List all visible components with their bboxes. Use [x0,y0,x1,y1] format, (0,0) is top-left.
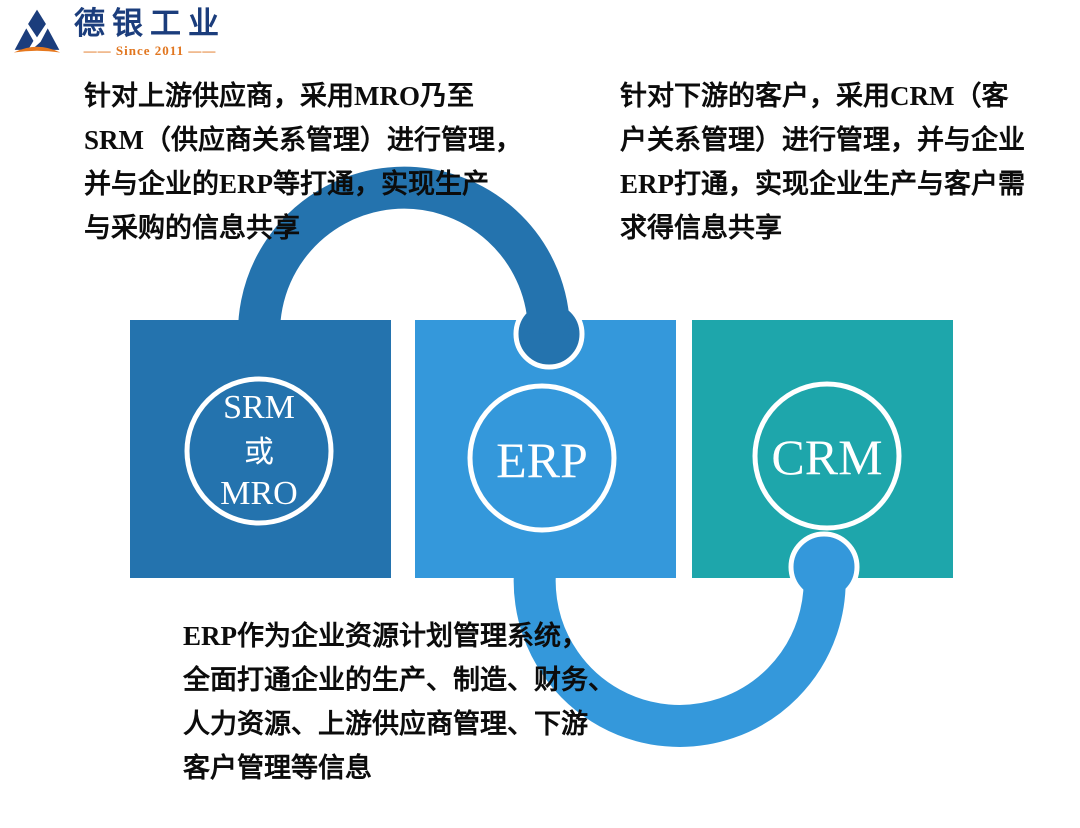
company-name: 德银工业 [74,6,226,41]
crm-circle [752,381,902,531]
logo-hill-shape [13,46,61,53]
upstream-link-arc [238,166,571,367]
upstream-note: 针对上游供应商，采用MRO乃至 SRM（供应商关系管理）进行管理， 并与企业的E… [84,81,522,243]
logo-left-facet-shape [14,28,34,50]
srm-label-line3: MRO [220,475,297,512]
srm-circle [184,376,334,526]
downstream-note: 针对下游的客户，采用CRM（客 户关系管理）进行管理，并与企业 ERP打通，实现… [620,81,1025,243]
company-logo-text: 德银工业 —— Since 2011 —— [74,6,226,59]
erp-circle [467,383,617,533]
srm-label-line2: 或 [244,436,274,469]
company-logo: 德银工业 —— Since 2011 —— [12,6,226,59]
srm-label-line1: SRM [223,389,295,426]
logo-diamond-shape [28,9,46,38]
erp-label: ERP [496,432,588,488]
logo-right-facet-shape [31,28,60,50]
crm-label: CRM [771,429,882,485]
company-logo-icon [13,9,61,53]
downstream-link-arc [513,536,846,747]
company-since-label: —— Since 2011 —— [83,42,217,58]
srm-block [130,320,391,578]
erp-note: ERP作为企业资源计划管理系统， 全面打通企业的生产、制造、财务、 人力资源、上… [183,621,615,783]
